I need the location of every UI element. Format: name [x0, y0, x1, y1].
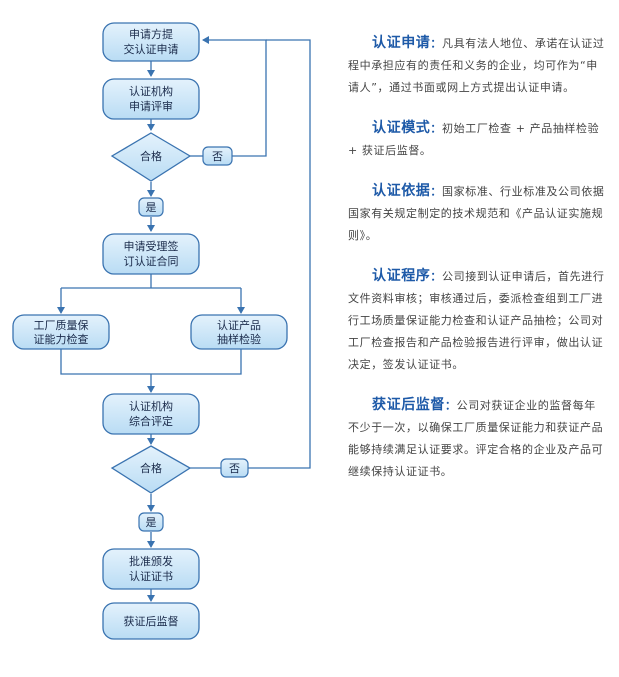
node-issue: 批准颁发 认证证书: [102, 548, 200, 590]
node-apply-line-1: 申请方提: [129, 27, 173, 41]
section-application-body: 凡具有法人地位、承诺在认证过程中承担应有的责任和义务的企业，均可作为“申请人”，…: [348, 37, 605, 94]
node-apply-line-2: 交认证申请: [124, 42, 179, 56]
section-supervision: 获证后监督：公司对获证企业的监督每年不少于一次，以确保工厂质量保证能力和获证产品…: [348, 394, 606, 483]
section-basis-heading: 认证依据: [372, 183, 431, 199]
label-yes2: 是: [138, 512, 164, 532]
section-application: 认证申请：凡具有法人地位、承诺在认证过程中承担应有的责任和义务的企业，均可作为“…: [348, 32, 606, 99]
node-factory-line-2: 证能力检查: [34, 332, 89, 346]
label-no1-text: 否: [212, 150, 223, 163]
merge-line: [60, 349, 242, 375]
node-sample-line-1: 认证产品: [217, 318, 261, 332]
section-procedure-body: 公司接到认证申请后，首先进行文件资料审核；审核通过后，委派检查组到工厂进行工场质…: [348, 270, 605, 371]
section-application-heading: 认证申请: [372, 35, 431, 51]
node-evaluate-line-2: 综合评定: [129, 414, 173, 428]
node-sample-line-2: 抽样检验: [217, 332, 261, 346]
arrow-no1-back-to-apply: [202, 36, 267, 157]
node-issue-line-1: 批准颁发: [129, 554, 173, 568]
section-mode-body: 初始工厂检查 + 产品抽样检验 + 获证后监督。: [348, 122, 600, 157]
label-no2-text: 否: [229, 462, 240, 475]
label-no1: 否: [202, 146, 233, 166]
section-supervision-body: 公司对获证企业的监督每年不少于一次，以确保工厂质量保证能力和获证产品能够持续满足…: [348, 399, 604, 478]
section-application-sep: ：: [430, 37, 443, 50]
connectors: [57, 36, 311, 602]
node-review-line-2: 申请评审: [129, 99, 173, 113]
decision-pass2-label: 合格: [140, 461, 162, 475]
label-no2: 否: [220, 458, 249, 478]
node-contract: 申请受理签 订认证合同: [102, 233, 200, 275]
section-procedure-heading: 认证程序: [372, 268, 431, 284]
section-mode-sep: ：: [430, 122, 443, 135]
node-contract-line-1: 申请受理签: [124, 239, 179, 253]
section-procedure-sep: ：: [430, 270, 443, 283]
node-factory: 工厂质量保 证能力检查: [12, 314, 110, 350]
section-mode-heading: 认证模式: [372, 120, 431, 136]
section-basis: 认证依据：国家标准、行业标准及公司依据国家有关规定制定的技术规范和《产品认证实施…: [348, 180, 606, 247]
label-yes2-text: 是: [146, 516, 157, 529]
node-supervise-line-1: 获证后监督: [124, 614, 179, 628]
decision-pass2: 合格: [110, 445, 192, 494]
node-supervise: 获证后监督: [102, 602, 200, 640]
section-procedure: 认证程序：公司接到认证申请后，首先进行文件资料审核；审核通过后，委派检查组到工厂…: [348, 265, 606, 376]
node-contract-line-2: 订认证合同: [124, 254, 179, 268]
arrow-no2-back-to-apply: [248, 39, 311, 469]
decision-pass1-label: 合格: [140, 149, 162, 163]
section-supervision-sep: ：: [445, 399, 457, 412]
decision-pass1: 合格: [110, 132, 192, 182]
label-yes1: 是: [138, 197, 164, 217]
node-evaluate-line-1: 认证机构: [129, 399, 173, 413]
section-supervision-heading: 获证后监督: [372, 397, 445, 413]
node-issue-line-2: 认证证书: [129, 570, 173, 583]
node-evaluate: 认证机构 综合评定: [102, 393, 200, 435]
section-mode: 认证模式：初始工厂检查 + 产品抽样检验 + 获证后监督。: [348, 117, 606, 162]
node-apply: 申请方提 交认证申请: [102, 22, 200, 62]
node-review: 认证机构 申请评审: [102, 78, 200, 120]
node-factory-line-1: 工厂质量保: [34, 318, 89, 332]
certification-flowchart: 申请方提 交认证申请 认证机构 申请评审 合格 否 是 申请受理签 订认证合同 …: [12, 22, 311, 640]
node-sample: 认证产品 抽样检验: [190, 314, 288, 350]
node-review-line-1: 认证机构: [129, 84, 173, 98]
description-panel: 认证申请：凡具有法人地位、承诺在认证过程中承担应有的责任和义务的企业，均可作为“…: [348, 32, 606, 483]
section-basis-body: 国家标准、行业标准及公司依据国家有关规定制定的技术规范和《产品认证实施规则》。: [348, 185, 605, 242]
label-yes1-text: 是: [146, 201, 157, 214]
section-basis-sep: ：: [430, 185, 443, 198]
